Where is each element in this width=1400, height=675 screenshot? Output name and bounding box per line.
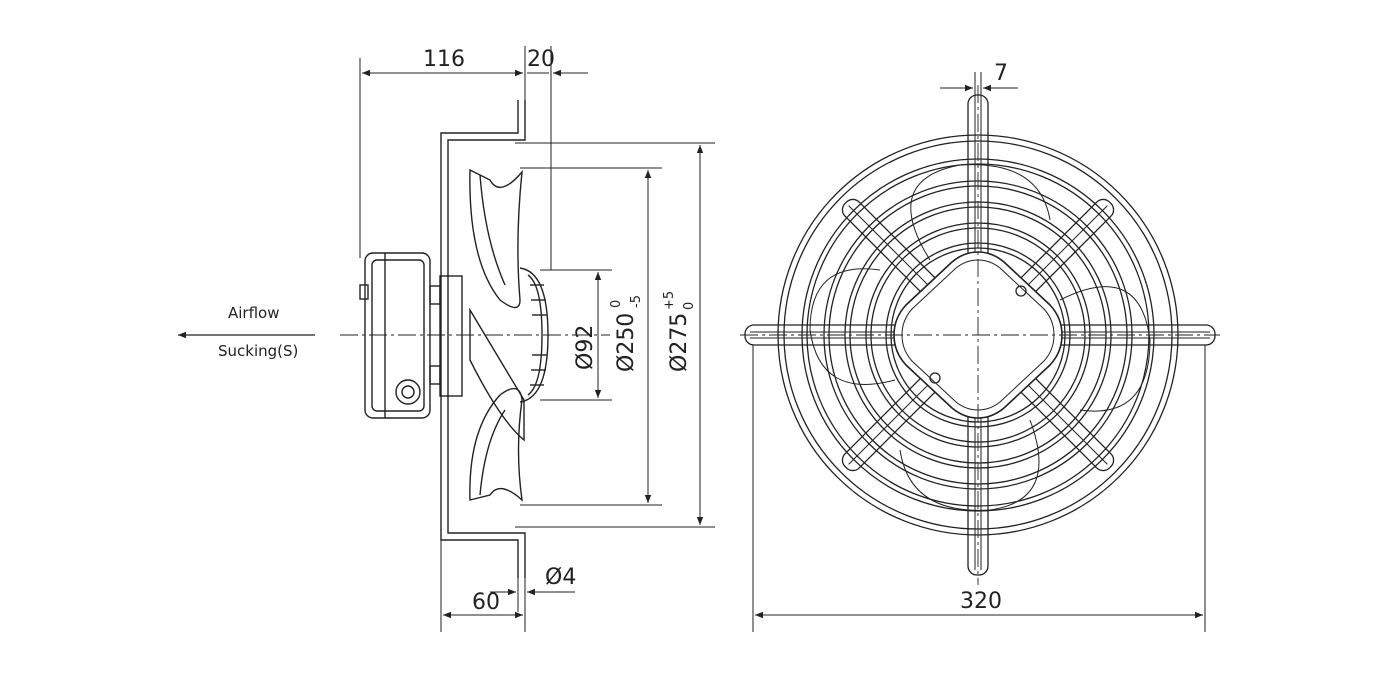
dim-hole: Ø4	[545, 565, 576, 590]
dim-7: 7	[994, 61, 1008, 86]
dim-venturi: Ø250	[614, 313, 639, 372]
dim-outer: Ø275	[667, 313, 692, 372]
front-view-labels: 7 320	[960, 61, 1008, 614]
dim-hub: Ø92	[573, 325, 598, 370]
dim-116: 116	[423, 47, 465, 72]
side-view-labels: Airflow Sucking(S) 116 20 60 Ø4 Ø92 Ø250…	[218, 47, 697, 615]
dim-outer-tol-lower: 0	[682, 302, 697, 310]
airflow-label: Airflow	[228, 304, 280, 322]
front-view	[740, 72, 1220, 632]
mount-bracket	[440, 100, 526, 578]
dim-320: 320	[960, 589, 1002, 614]
dim-outer-tol-upper: +5	[662, 291, 677, 310]
fan-blades	[469, 168, 525, 502]
fan-hub	[519, 267, 549, 403]
dim-venturi-tol-lower: -5	[629, 295, 644, 308]
dim-20: 20	[527, 47, 555, 72]
side-view	[178, 46, 715, 632]
mount-screw	[929, 372, 941, 384]
cable-gland	[395, 379, 421, 405]
mode-label: Sucking(S)	[218, 342, 298, 360]
mount-screw	[1015, 285, 1027, 297]
front-blades	[809, 164, 1151, 511]
dim-60: 60	[472, 590, 500, 615]
dim-venturi-tol-upper: 0	[609, 300, 624, 308]
motor-housing	[359, 252, 463, 419]
